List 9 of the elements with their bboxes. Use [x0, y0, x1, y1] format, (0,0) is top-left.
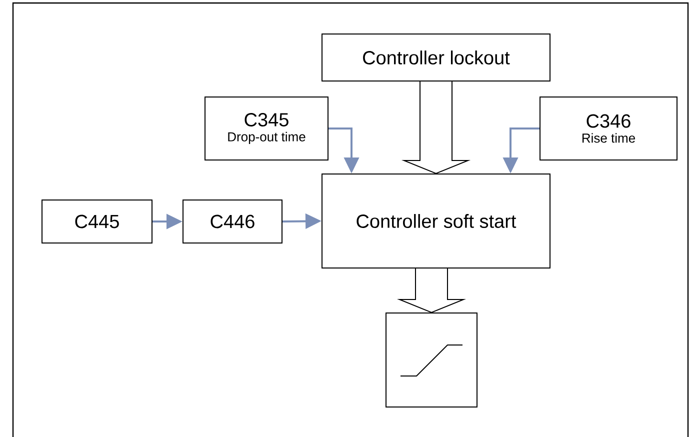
ramp-box [386, 312, 478, 408]
process-box: C346 Rise time [540, 96, 678, 160]
block-arrow [396, 268, 466, 314]
process-box: C345 Drop-out time [204, 96, 328, 160]
process-box: Controller soft start [322, 174, 550, 268]
block-arrow [401, 81, 471, 174]
process-box: Controller lockout [322, 34, 550, 82]
process-box: C445 [42, 200, 152, 244]
process-box: C446 [182, 200, 282, 244]
